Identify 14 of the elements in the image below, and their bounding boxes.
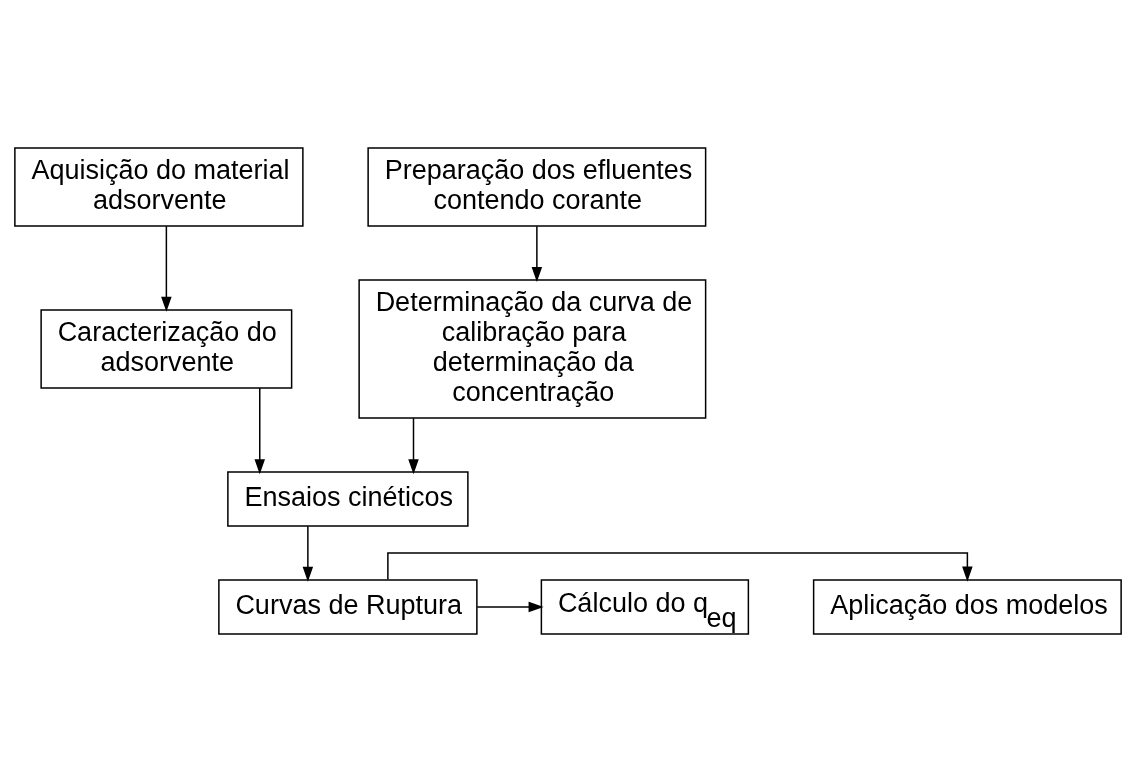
node-box: Determinação da curva de calibração para determinação da concentração — [358, 279, 707, 419]
arrow — [476, 601, 544, 613]
arrow — [387, 552, 973, 582]
node-box: Preparação dos efluentes contendo corante — [367, 147, 707, 227]
node-box: Aquisição do material adsorvente — [14, 147, 304, 227]
node-box: Curvas de Ruptura — [218, 579, 478, 635]
arrow — [161, 225, 172, 312]
node-box: Ensaios cinéticos — [227, 471, 469, 527]
arrow — [302, 525, 314, 582]
arrow — [531, 225, 543, 283]
arrow — [254, 387, 265, 475]
node-box: Caracterização do adsorvente — [40, 309, 293, 389]
node-box: Aplicação dos modelos — [812, 579, 1122, 635]
arrow — [408, 417, 419, 475]
